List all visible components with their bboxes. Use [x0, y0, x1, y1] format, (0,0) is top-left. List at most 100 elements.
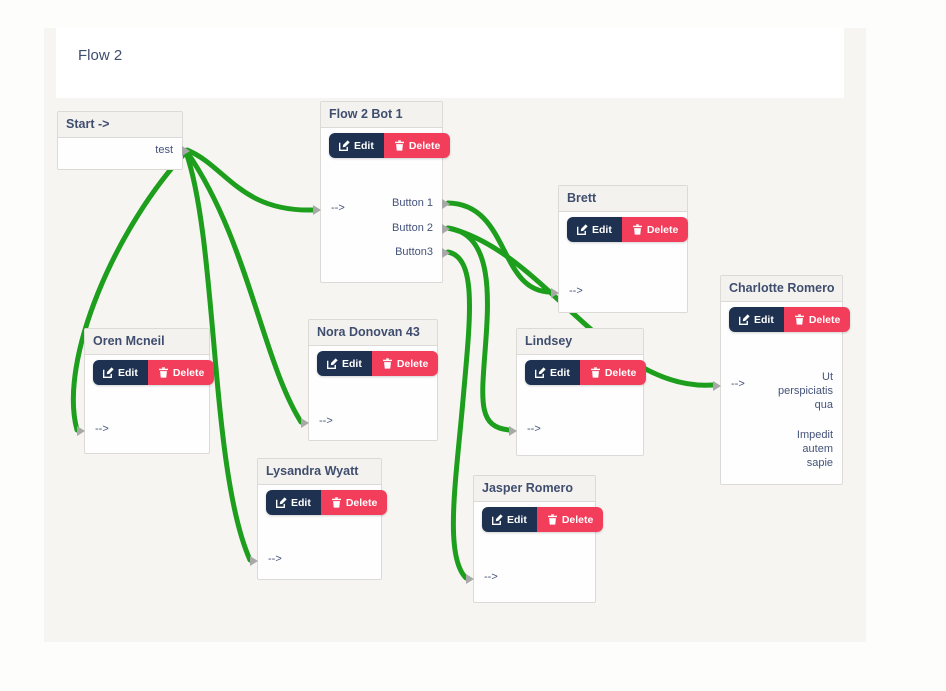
delete-button[interactable]: Delete: [783, 307, 851, 332]
output-port-button-2[interactable]: [442, 224, 450, 234]
node-title: Start ->: [58, 112, 182, 138]
edit-button[interactable]: Edit: [329, 133, 384, 158]
trash-icon: [331, 497, 341, 508]
output-label-test: test: [155, 144, 173, 156]
edit-icon: [535, 367, 546, 378]
flow-node-nora-donovan-43[interactable]: Nora Donovan 43 Edit Delete -->: [301, 319, 439, 441]
input-port[interactable]: [301, 418, 309, 428]
delete-button-label: Delete: [604, 366, 637, 379]
delete-button[interactable]: Delete: [621, 217, 689, 242]
delete-button[interactable]: Delete: [371, 351, 439, 376]
edit-icon: [492, 514, 503, 525]
output-label-ut-perspiciatis-qua: Ut perspiciatis qua: [777, 371, 833, 411]
delete-button[interactable]: Delete: [383, 133, 451, 158]
edit-icon: [327, 358, 338, 369]
delete-button[interactable]: Delete: [579, 360, 647, 385]
output-label-impedit-autem-sapie: Impedit autem sapie: [796, 429, 833, 469]
output-port-button-1[interactable]: [442, 199, 450, 209]
flow-node-flow-2-bot-1[interactable]: Flow 2 Bot 1 Edit Delete --> Button 1 Button …: [313, 101, 451, 283]
delete-button-label: Delete: [396, 357, 429, 370]
trash-icon: [158, 367, 168, 378]
edit-button[interactable]: Edit: [93, 360, 148, 385]
edit-button-label: Edit: [354, 139, 374, 152]
output-label-button-1: Button 1: [392, 197, 433, 209]
input-port[interactable]: [313, 205, 321, 215]
trash-icon: [394, 140, 404, 151]
trash-icon: [590, 367, 600, 378]
delete-button-label: Delete: [808, 313, 841, 326]
edit-button-label: Edit: [754, 313, 774, 326]
input-label: -->: [95, 423, 109, 435]
output-port-button3[interactable]: [442, 248, 450, 258]
edit-icon: [103, 367, 114, 378]
node-title: Lindsey: [517, 329, 643, 355]
input-label: -->: [484, 571, 498, 583]
edit-button-label: Edit: [550, 366, 570, 379]
delete-button-label: Delete: [561, 513, 594, 526]
delete-button-label: Delete: [646, 223, 679, 236]
edit-button[interactable]: Edit: [317, 351, 372, 376]
input-label: -->: [319, 415, 333, 427]
node-title: Charlotte Romero: [721, 276, 842, 302]
edit-icon: [339, 140, 350, 151]
input-label: -->: [569, 285, 583, 297]
delete-button[interactable]: Delete: [320, 490, 388, 515]
delete-button-label: Delete: [172, 366, 205, 379]
edit-button-label: Edit: [342, 357, 362, 370]
page-title: Flow 2: [78, 47, 123, 64]
node-title: Nora Donovan 43: [309, 320, 437, 346]
node-title: Flow 2 Bot 1: [321, 102, 442, 128]
trash-icon: [794, 314, 804, 325]
node-title: Jasper Romero: [474, 476, 595, 502]
edit-button-label: Edit: [507, 513, 527, 526]
input-port[interactable]: [551, 288, 559, 298]
edit-button[interactable]: Edit: [567, 217, 622, 242]
input-label: -->: [268, 553, 282, 565]
edit-icon: [739, 314, 750, 325]
input-label: -->: [731, 378, 745, 390]
input-port[interactable]: [509, 426, 517, 436]
edit-icon: [276, 497, 287, 508]
trash-icon: [382, 358, 392, 369]
edit-button[interactable]: Edit: [729, 307, 784, 332]
input-label: -->: [331, 202, 345, 214]
trash-icon: [547, 514, 557, 525]
output-port-test[interactable]: [182, 146, 190, 156]
node-actions: Edit Delete: [93, 360, 215, 385]
input-port[interactable]: [466, 574, 474, 584]
header-panel: Flow 2: [56, 28, 844, 98]
edit-button-label: Edit: [592, 223, 612, 236]
node-actions: Edit Delete: [317, 351, 439, 376]
edit-button[interactable]: Edit: [482, 507, 537, 532]
output-label-button-2: Button 2: [392, 222, 433, 234]
input-port[interactable]: [77, 426, 85, 436]
node-actions: Edit Delete: [729, 307, 851, 332]
edit-button-label: Edit: [291, 496, 311, 509]
delete-button[interactable]: Delete: [147, 360, 215, 385]
node-actions: Edit Delete: [525, 360, 647, 385]
edit-icon: [577, 224, 588, 235]
input-label: -->: [527, 423, 541, 435]
node-actions: Edit Delete: [266, 490, 388, 515]
output-label-button3: Button3: [395, 246, 433, 258]
node-actions: Edit Delete: [329, 133, 451, 158]
input-port[interactable]: [713, 381, 721, 391]
input-port[interactable]: [250, 556, 258, 566]
node-actions: Edit Delete: [482, 507, 604, 532]
node-actions: Edit Delete: [567, 217, 689, 242]
node-title: Oren Mcneil: [85, 329, 209, 355]
edit-button[interactable]: Edit: [525, 360, 580, 385]
delete-button[interactable]: Delete: [536, 507, 604, 532]
trash-icon: [632, 224, 642, 235]
node-title: Lysandra Wyatt: [258, 459, 381, 485]
edit-button-label: Edit: [118, 366, 138, 379]
flow-node-start[interactable]: Start -> test: [57, 111, 190, 170]
edit-button[interactable]: Edit: [266, 490, 321, 515]
